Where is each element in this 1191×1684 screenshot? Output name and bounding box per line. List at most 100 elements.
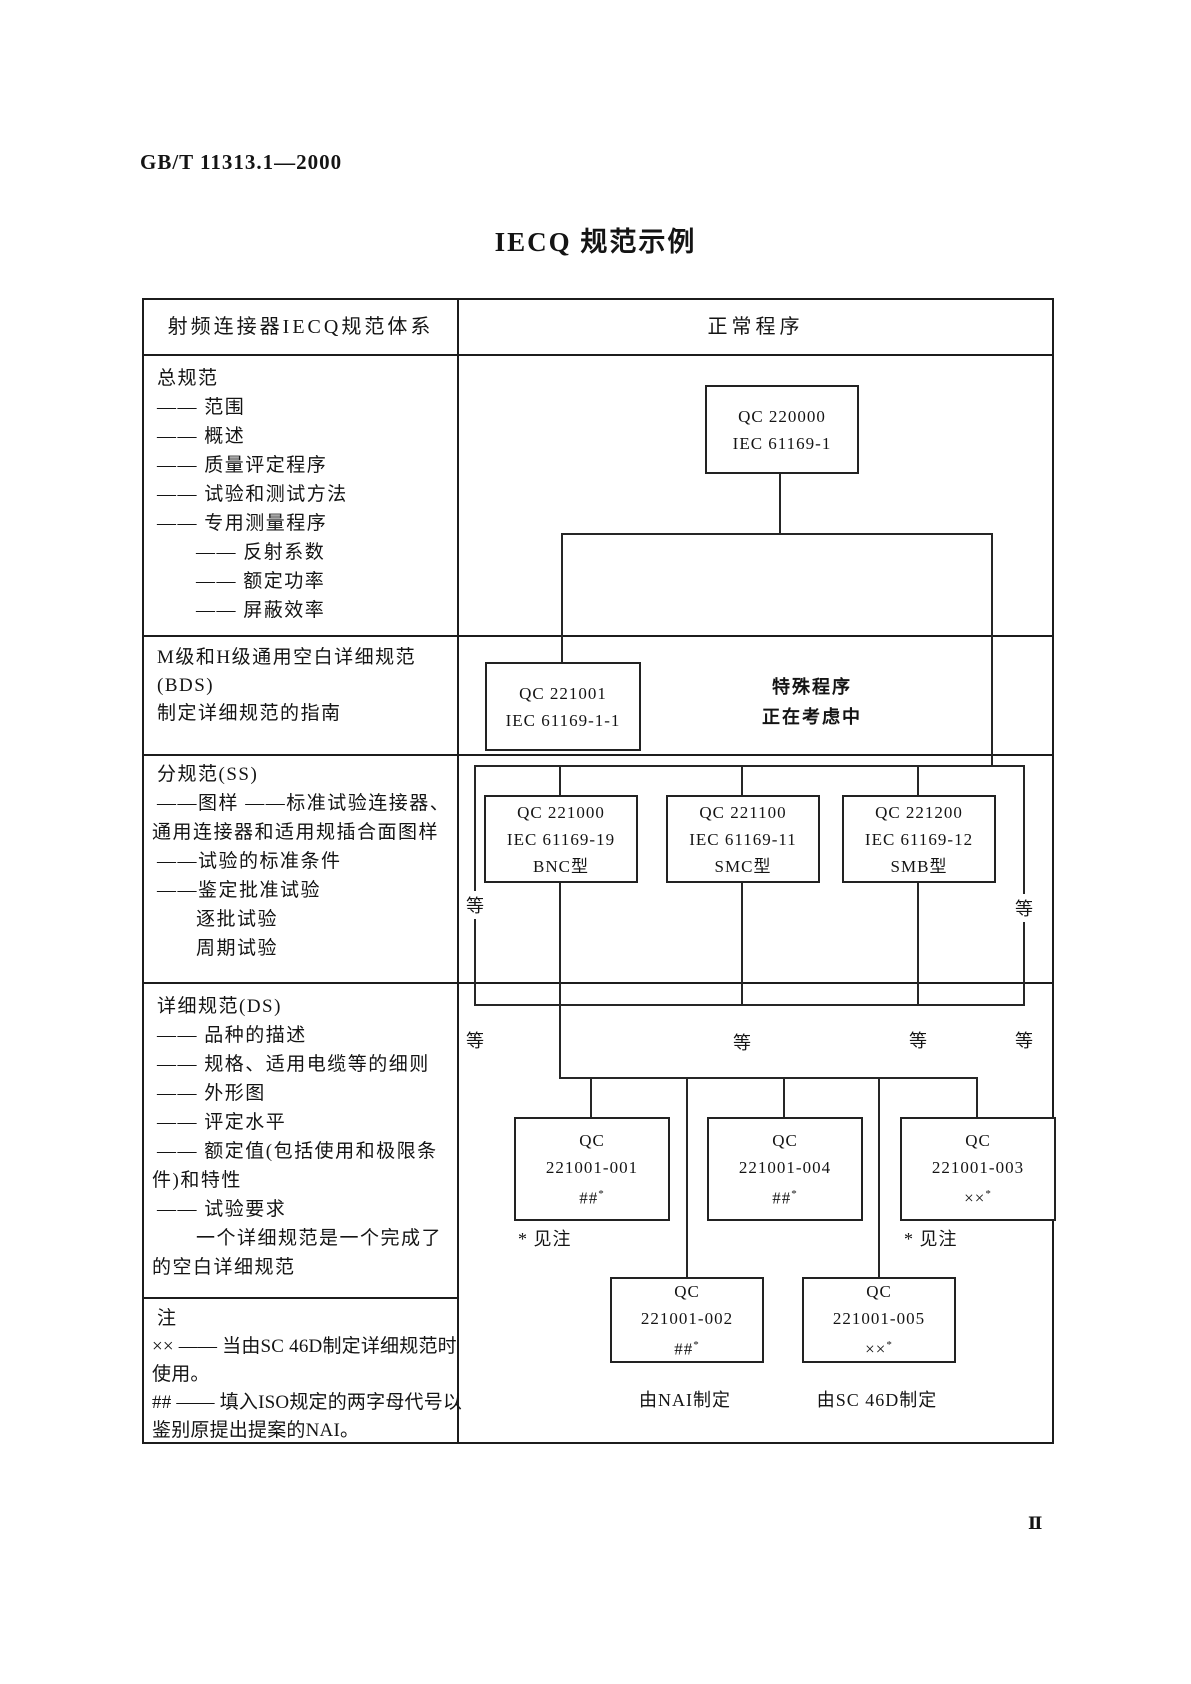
box-line: IEC 61169-1-1: [505, 710, 621, 730]
box-line: ##*: [772, 1187, 798, 1208]
box-line: QC 221000: [517, 802, 605, 822]
connector-smb-in: [917, 765, 919, 795]
connector-ss-bar: [474, 765, 1025, 767]
box-line: ××*: [865, 1338, 893, 1359]
box-line: ##*: [674, 1338, 700, 1359]
spec-line: —— 屏蔽效率: [196, 600, 326, 621]
box-line: ##*: [579, 1187, 605, 1208]
column-divider: [457, 300, 459, 1442]
spec-line: ——试验的标准条件: [157, 851, 342, 872]
spec-line: 注: [157, 1308, 177, 1329]
connector-drop-001: [590, 1077, 592, 1117]
page-title: IECQ 规范示例: [494, 227, 697, 257]
spec-line: —— 概述: [157, 426, 246, 447]
connector-right-etc: [1023, 765, 1025, 1004]
box-line: QC 221001: [519, 683, 607, 703]
box-line: SMB型: [890, 856, 948, 876]
row-divider: [144, 1297, 459, 1299]
box-line: QC 221200: [875, 802, 963, 822]
spec-line: ×× —— 当由SC 46D制定详细规范时: [152, 1336, 457, 1357]
header-divider: [144, 354, 1052, 356]
connector-trunk-right: [991, 533, 993, 765]
spec-line: —— 试验和测试方法: [157, 484, 348, 505]
box-qc-221001-002: QC 221001-002 ##*: [610, 1277, 764, 1363]
special-procedure-title: 特殊程序: [772, 677, 852, 697]
connector-left-etc: [474, 765, 476, 1004]
spec-line: —— 额定值(包括使用和极限条: [157, 1141, 438, 1162]
box-line: 221001-002: [640, 1308, 734, 1328]
spec-line: 的空白详细规范: [152, 1257, 296, 1278]
box-line: 221001-003: [931, 1157, 1025, 1177]
box-line: BNC型: [533, 856, 589, 876]
connector-drop-002: [686, 1077, 688, 1277]
see-note-label: * 见注: [518, 1229, 572, 1249]
row-detail-specification: 详细规范(DS)—— 品种的描述—— 规格、适用电缆等的细则—— 外形图—— 评…: [144, 982, 457, 1282]
spec-line: 逐批试验: [196, 909, 279, 930]
etc-label: 等: [1014, 894, 1034, 922]
connector-smc-in: [741, 765, 743, 795]
spec-line: —— 评定水平: [157, 1112, 287, 1133]
connector-to-221001: [561, 533, 563, 662]
box-qc-221001-004: QC 221001-004 ##*: [707, 1117, 863, 1221]
connector-h1: [561, 533, 993, 535]
spec-line: 鉴别原提出提案的NAI。: [152, 1420, 360, 1441]
connector-smb-down: [917, 879, 919, 1004]
box-line: QC: [965, 1130, 991, 1150]
spec-line: —— 额定功率: [196, 571, 326, 592]
spec-line: 通用连接器和适用规插合面图样: [152, 822, 440, 843]
connector-ds-bar: [474, 1004, 1025, 1006]
made-by-sc46d-label: 由SC 46D制定: [816, 1390, 938, 1410]
spec-line: 一个详细规范是一个完成了: [196, 1228, 443, 1249]
spec-line: 制定详细规范的指南: [157, 703, 342, 724]
connector-drop-003: [976, 1077, 978, 1117]
row-divider: [144, 754, 1052, 756]
spec-line: M级和H级通用空白详细规范: [157, 647, 417, 668]
spec-line: 总规范: [157, 368, 219, 389]
page-number: Ⅱ: [1028, 1514, 1043, 1533]
box-line: QC: [772, 1130, 798, 1150]
spec-line: (BDS): [157, 675, 215, 696]
box-qc-221001-001: QC 221001-001 ##*: [514, 1117, 670, 1221]
etc-label: 等: [465, 1026, 485, 1054]
etc-label: 等: [1014, 1026, 1034, 1054]
right-column-header: 正常程序: [707, 316, 804, 338]
spec-line: —— 范围: [157, 397, 246, 418]
connector-bnc-down: [559, 879, 561, 1077]
connector-trunk-top: [779, 470, 781, 533]
standard-number: GB/T 11313.1—2000: [140, 150, 343, 174]
box-line: QC 221100: [699, 802, 787, 822]
row-generic-specification: 总规范—— 范围—— 概述—— 质量评定程序—— 试验和测试方法—— 专用测量程…: [144, 354, 457, 625]
row-notes: 注×× —— 当由SC 46D制定详细规范时使用。## —— 填入ISO规定的两…: [144, 1297, 462, 1445]
made-by-nai-label: 由NAI制定: [639, 1390, 731, 1410]
box-line: QC 220000: [738, 406, 826, 426]
spec-line: —— 品种的描述: [157, 1025, 307, 1046]
see-note-label: * 见注: [904, 1229, 958, 1249]
spec-line: —— 反射系数: [196, 542, 326, 563]
special-procedure-block: 特殊程序 正在考虑中: [714, 672, 910, 732]
spec-line: 周期试验: [196, 938, 279, 959]
etc-label: 等: [465, 891, 485, 919]
spec-line: 分规范(SS): [157, 764, 259, 785]
connector-ds-branch: [559, 1077, 978, 1079]
etc-label: 等: [732, 1028, 752, 1056]
connector-smc-down: [741, 879, 743, 1004]
box-line: 221001-005: [832, 1308, 926, 1328]
box-line: IEC 61169-19: [506, 829, 616, 849]
special-procedure-status: 正在考虑中: [762, 707, 862, 727]
iecq-spec-table: 射频连接器IECQ规范体系 正常程序 总规范—— 范围—— 概述—— 质量评定程…: [142, 298, 1056, 1445]
connector-drop-004: [783, 1077, 785, 1117]
spec-line: —— 专用测量程序: [157, 513, 328, 534]
box-line: 221001-001: [545, 1157, 639, 1177]
box-line: 221001-004: [738, 1157, 832, 1177]
spec-line: —— 试验要求: [157, 1199, 287, 1220]
box-line: IEC 61169-1: [732, 433, 832, 453]
spec-line: 详细规范(DS): [157, 996, 282, 1017]
box-line: QC: [674, 1281, 700, 1301]
box-line: QC: [579, 1130, 605, 1150]
connector-bnc-in: [559, 765, 561, 795]
